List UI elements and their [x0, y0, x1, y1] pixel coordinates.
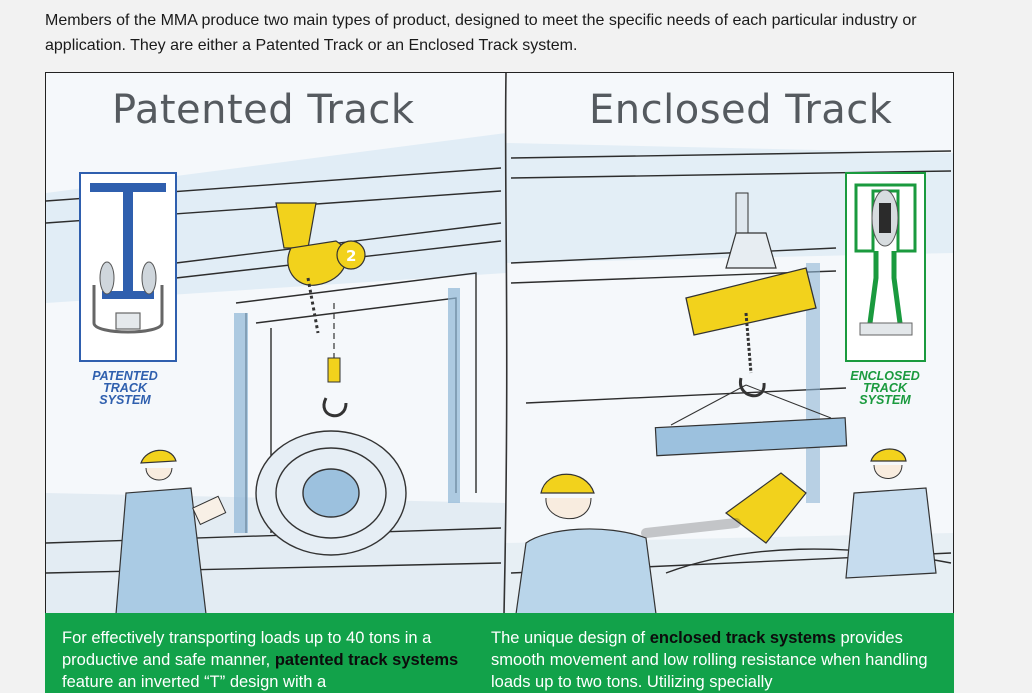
svg-text:2: 2 [346, 247, 356, 265]
caption-line: SYSTEM [99, 393, 151, 407]
description-text: feature an inverted “T” design with a [62, 673, 327, 691]
right-worker-drawing [515, 472, 807, 614]
patented-track-title: Patented Track [112, 87, 415, 133]
patented-track-inset [79, 172, 177, 362]
caption-line: ENCLOSED [850, 369, 920, 383]
steel-coil-drawing [255, 430, 407, 556]
caption-line: SYSTEM [859, 393, 911, 407]
enclosed-track-title: Enclosed Track [589, 87, 893, 133]
caption-line: TRACK [863, 381, 907, 395]
track-description-band: For effectively transporting loads up to… [45, 613, 954, 693]
patented-track-systems-highlight: patented track systems [274, 651, 459, 669]
enclosed-track-systems-highlight: enclosed track systems [649, 629, 836, 647]
intro-paragraph: Members of the MMA produce two main type… [45, 12, 917, 54]
illustration-drawing: 2 [46, 73, 953, 614]
description-text: The unique design of [491, 629, 650, 647]
patented-hoist-drawing: 2 [275, 202, 366, 418]
caption-line: TRACK [103, 381, 147, 395]
enclosed-hoist-drawing [654, 192, 848, 457]
enclosed-track-caption: ENCLOSED TRACK SYSTEM [835, 369, 935, 407]
enclosed-track-inset [845, 172, 926, 362]
track-comparison-illustration: 2 [45, 72, 954, 615]
patented-track-description: For effectively transporting loads up to… [62, 627, 472, 693]
patented-track-caption: PATENTED TRACK SYSTEM [75, 369, 175, 407]
far-worker-drawing [845, 448, 937, 579]
left-worker-drawing [115, 449, 227, 614]
enclosed-track-description: The unique design of enclosed track syst… [491, 627, 931, 693]
caption-line: PATENTED [92, 369, 158, 383]
description-text: For effectively transporting loads up to… [62, 629, 432, 669]
